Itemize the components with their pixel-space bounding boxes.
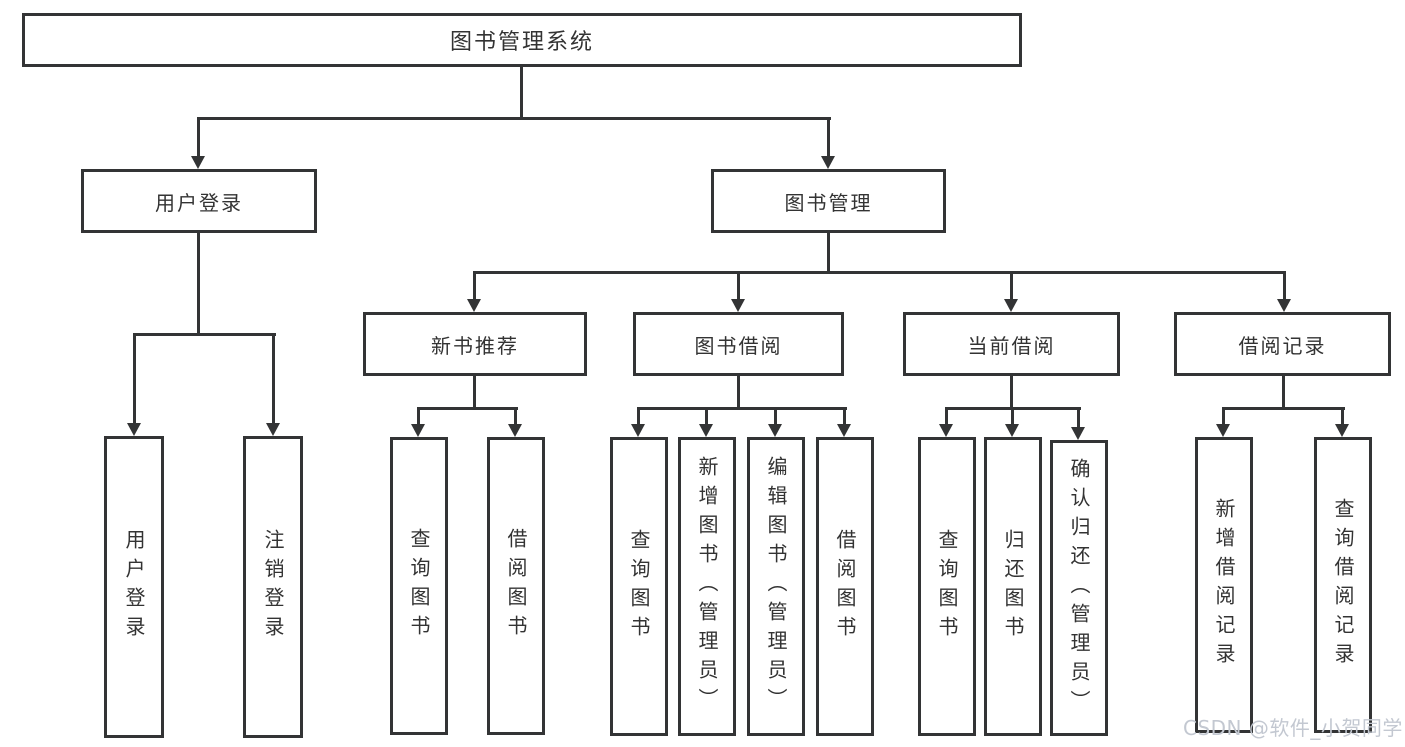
arrow-down-icon [1216, 409, 1231, 437]
connector-line [1010, 375, 1013, 409]
node-label: 图书借阅 [694, 333, 783, 358]
arrow-down-icon [411, 409, 426, 437]
node-user-login: 用户登录 [81, 169, 317, 233]
node-label: 查询图书 [407, 528, 431, 644]
connector-line [520, 66, 523, 119]
arrow-down-icon [731, 274, 746, 312]
connector-line [197, 117, 831, 120]
node-label: 用户登录 [122, 529, 146, 645]
arrow-down-icon [821, 119, 836, 169]
node-label: 图书管理 [784, 190, 873, 215]
arrow-down-icon [1335, 409, 1350, 437]
arrow-down-icon [508, 409, 523, 437]
arrow-down-icon [127, 335, 142, 436]
arrow-down-icon [768, 409, 783, 437]
arrow-down-icon [1005, 409, 1020, 437]
node-label: 编辑图书（管理员） [764, 456, 788, 717]
node-label: 查询图书 [627, 528, 651, 645]
arrow-down-icon [1071, 409, 1086, 440]
node-book-management: 图书管理 [711, 169, 946, 233]
connector-line [473, 375, 476, 409]
leaf-query-borrow-record: 查询借阅记录 [1314, 437, 1372, 733]
node-book-borrowing: 图书借阅 [633, 312, 844, 376]
leaf-borrow-books-borrowing: 借阅图书 [816, 437, 874, 736]
arrow-down-icon [191, 119, 206, 169]
arrow-down-icon [631, 409, 646, 437]
arrow-down-icon [467, 274, 482, 312]
arrow-down-icon [837, 409, 852, 437]
node-label: 借阅图书 [504, 528, 528, 644]
arrow-down-icon [1277, 272, 1292, 312]
node-book-management-system: 图书管理系统 [22, 13, 1022, 67]
leaf-query-books-borrowing: 查询图书 [610, 437, 668, 736]
node-label: 归还图书 [1001, 528, 1025, 645]
connector-line [133, 333, 276, 336]
leaf-confirm-return-admin: 确认归还（管理员） [1050, 440, 1108, 736]
arrow-down-icon [266, 335, 281, 436]
connector-line [827, 232, 830, 273]
node-label: 新增图书（管理员） [695, 456, 719, 717]
connector-line [473, 271, 1286, 274]
leaf-logout: 注销登录 [243, 436, 303, 738]
arrow-down-icon [699, 409, 714, 437]
node-label: 借阅记录 [1238, 333, 1327, 358]
connector-line [737, 375, 740, 409]
node-current-borrowing: 当前借阅 [903, 312, 1120, 376]
node-label: 确认归还（管理员） [1067, 457, 1091, 719]
connector-line [1282, 375, 1285, 409]
leaf-query-books-current: 查询图书 [918, 437, 976, 736]
node-label: 新书推荐 [431, 333, 519, 358]
node-label: 用户登录 [155, 190, 243, 215]
leaf-query-books-recommend: 查询图书 [390, 437, 448, 735]
connector-line [197, 232, 200, 335]
node-label: 注销登录 [261, 529, 285, 645]
node-borrowing-records: 借阅记录 [1174, 312, 1391, 376]
arrow-down-icon [1004, 274, 1019, 312]
arrow-down-icon [939, 409, 954, 437]
leaf-user-login: 用户登录 [104, 436, 164, 738]
connector-line [417, 407, 518, 410]
leaf-add-book-admin: 新增图书（管理员） [678, 437, 736, 736]
node-label: 图书管理系统 [449, 30, 594, 55]
leaf-borrow-books-recommend: 借阅图书 [487, 437, 545, 735]
connector-line [945, 407, 1081, 410]
connector-line [1222, 407, 1345, 410]
leaf-add-borrow-record: 新增借阅记录 [1195, 437, 1253, 733]
node-label: 新增借阅记录 [1212, 498, 1236, 672]
node-new-book-recommendation: 新书推荐 [363, 312, 587, 376]
node-label: 查询图书 [935, 528, 959, 645]
node-label: 查询借阅记录 [1331, 498, 1355, 672]
leaf-return-book: 归还图书 [984, 437, 1042, 736]
connector-line [637, 407, 847, 410]
node-label: 借阅图书 [833, 528, 857, 645]
leaf-edit-book-admin: 编辑图书（管理员） [747, 437, 805, 736]
node-label: 当前借阅 [967, 333, 1056, 358]
csdn-watermark: CSDN @软件_小贺同学 [1183, 716, 1403, 740]
